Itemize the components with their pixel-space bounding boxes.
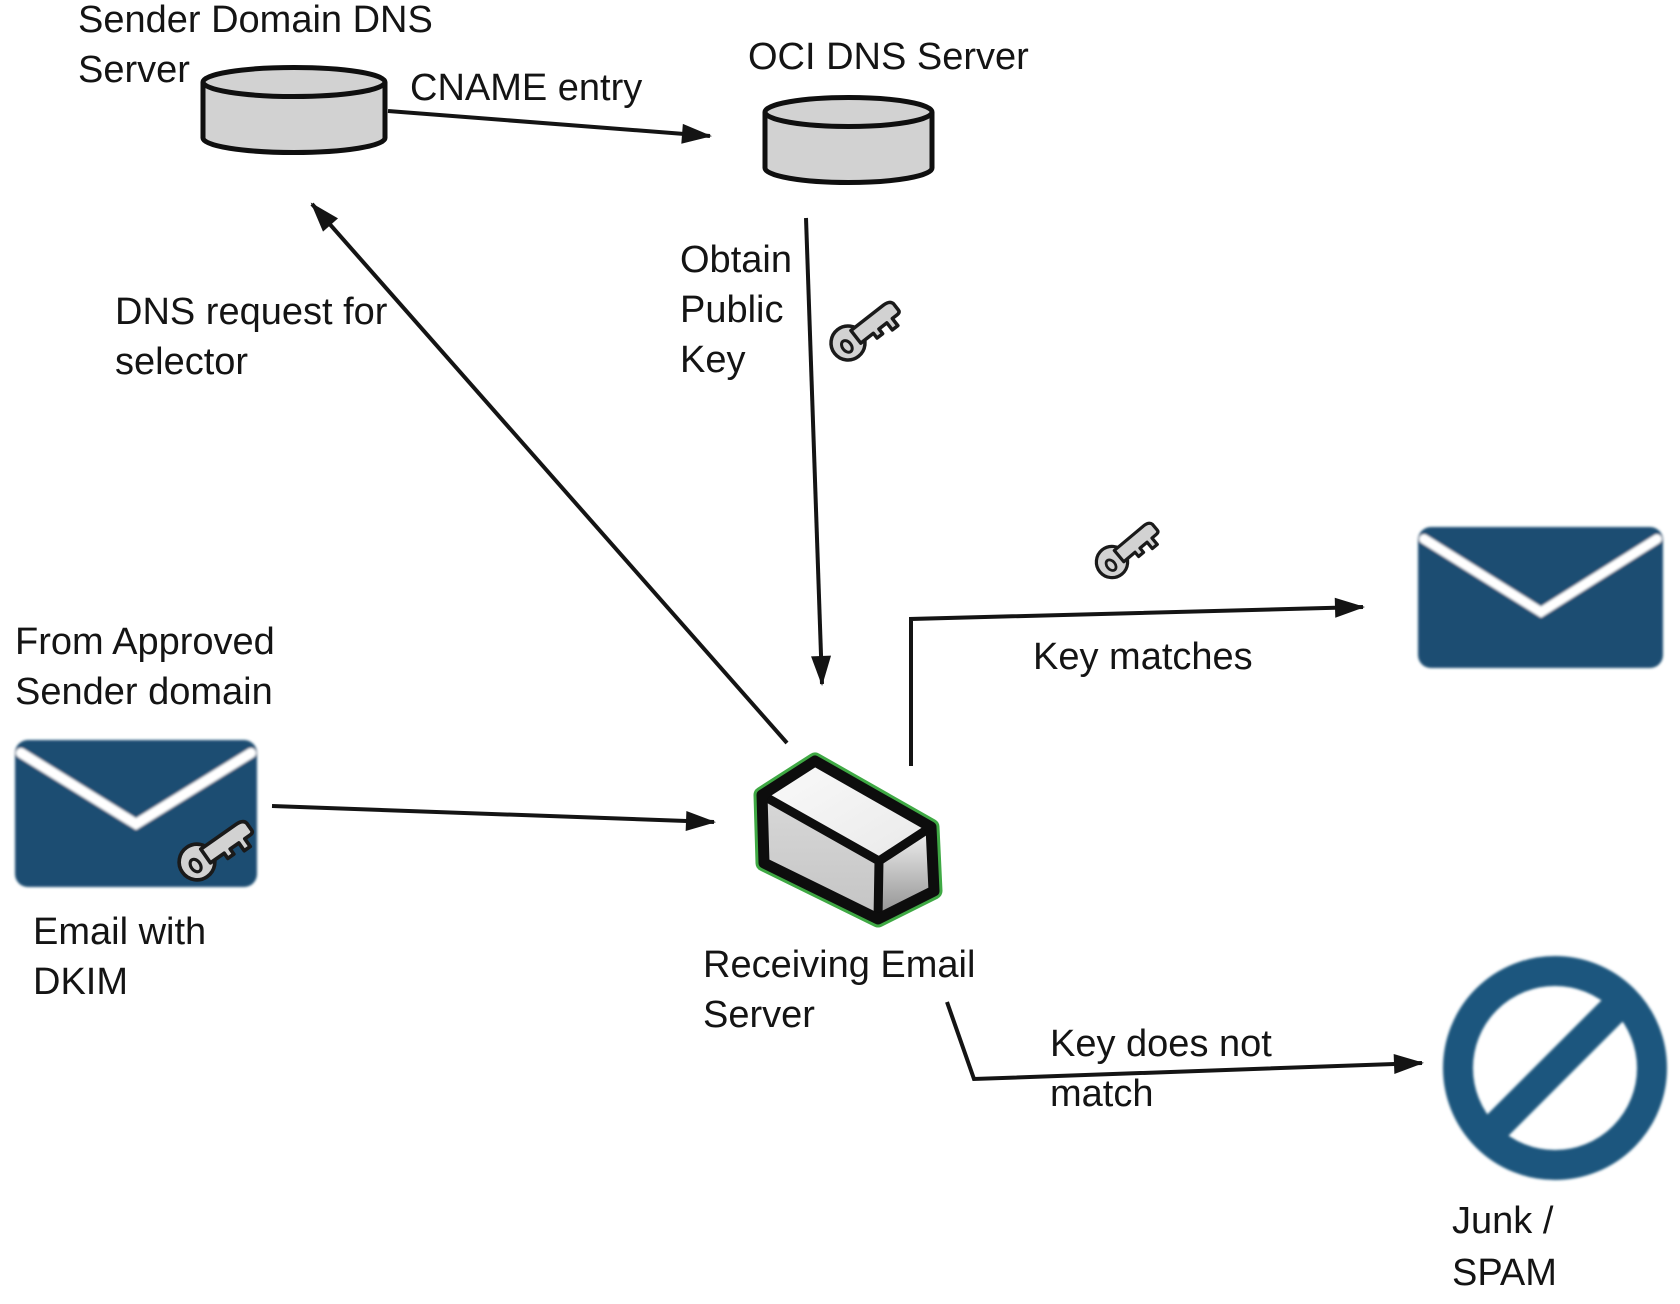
label-email-with-dkim: Email with DKIM <box>33 911 207 1003</box>
edges <box>271 109 1424 1082</box>
edge-key-matches <box>909 597 1365 766</box>
edge-dns-request-for-selector <box>310 202 789 745</box>
sender-dns-database-icon <box>200 65 388 155</box>
junk-spam-prohibition-icon <box>1443 956 1667 1180</box>
email-dkim-envelope-icon <box>15 740 257 887</box>
edge-obtain-public-key <box>804 217 832 686</box>
label-obtain-public-key: Obtain Public Key <box>680 239 792 381</box>
public-key-icon <box>822 290 908 369</box>
label-key-matches: Key matches <box>1033 636 1253 678</box>
matched-key-icon <box>1088 512 1166 586</box>
oci-dns-database-icon <box>762 95 935 185</box>
label-receiving-email-server: Receiving Email Server <box>703 944 976 1036</box>
delivered-envelope-icon <box>1418 527 1663 668</box>
label-dns-request-for-selector: DNS request for selector <box>115 291 388 383</box>
label-key-does-not-match: Key does not match <box>1050 1023 1272 1115</box>
label-oci-dns-server: OCI DNS Server <box>748 36 1029 78</box>
edge-cname-entry <box>387 109 712 144</box>
label-cname-entry: CNAME entry <box>410 67 643 109</box>
edge-key-does-not-match <box>945 1001 1424 1082</box>
edge-email-to-receiving-server <box>271 804 716 831</box>
label-junk-spam: Junk / SPAM <box>1452 1200 1557 1294</box>
label-sender-dns-server: Sender Domain DNS Server <box>78 0 433 91</box>
label-from-approved-sender-domain: From Approved Sender domain <box>15 621 275 713</box>
receiving-server-box-icon <box>753 752 943 928</box>
